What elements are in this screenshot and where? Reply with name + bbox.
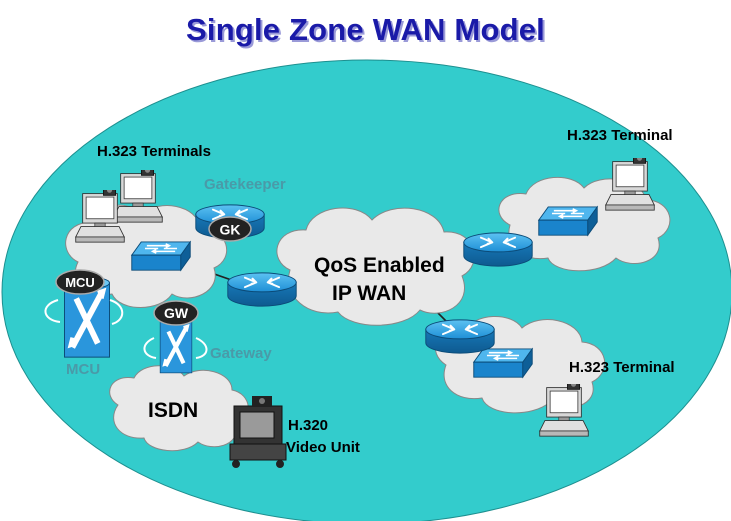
h320-label-line2: Video Unit [286,439,360,456]
central-router-icon [226,271,298,308]
h323-terminal-left-front-icon [75,190,125,243]
h323-terminal-bottom-label: H.323 Terminal [569,359,675,376]
gateway-label: Gateway [210,345,272,362]
mcu-label: MCU [66,361,100,378]
gw-badge-label: GW [164,305,189,321]
top-right-switch-icon [538,206,598,236]
isdn-label: ISDN [148,399,198,422]
gk-badge-icon [208,216,252,242]
top-right-router-icon [462,231,534,268]
page-title: Single Zone WAN Model [186,12,545,47]
gatekeeper-label: Gatekeeper [204,176,286,193]
h323-terminal-left-back-icon [113,170,163,223]
wan-label-line1: QoS Enabled [314,254,445,277]
gw-badge-icon [153,300,199,326]
h323-terminal-bottom-right-icon [539,384,589,437]
left-lan-switch-icon [131,241,191,271]
h320-video-unit-icon [229,396,287,468]
bottom-right-router-icon [424,318,496,355]
mcu-badge-label: MCU [65,275,95,290]
h323-terminal-top-right-icon [605,158,655,211]
gateway-rotate-icon [143,337,208,359]
h323-terminals-label: H.323 Terminals [97,143,211,160]
mcu-badge-icon [55,269,105,295]
wan-label-line2: IP WAN [332,282,406,305]
bottom-right-switch-icon [473,348,533,378]
h323-terminal-right-label: H.323 Terminal [567,127,673,144]
mcu-rotate-icon [44,299,124,325]
gk-badge-label: GK [220,222,241,238]
h320-label-line1: H.320 [288,417,328,434]
